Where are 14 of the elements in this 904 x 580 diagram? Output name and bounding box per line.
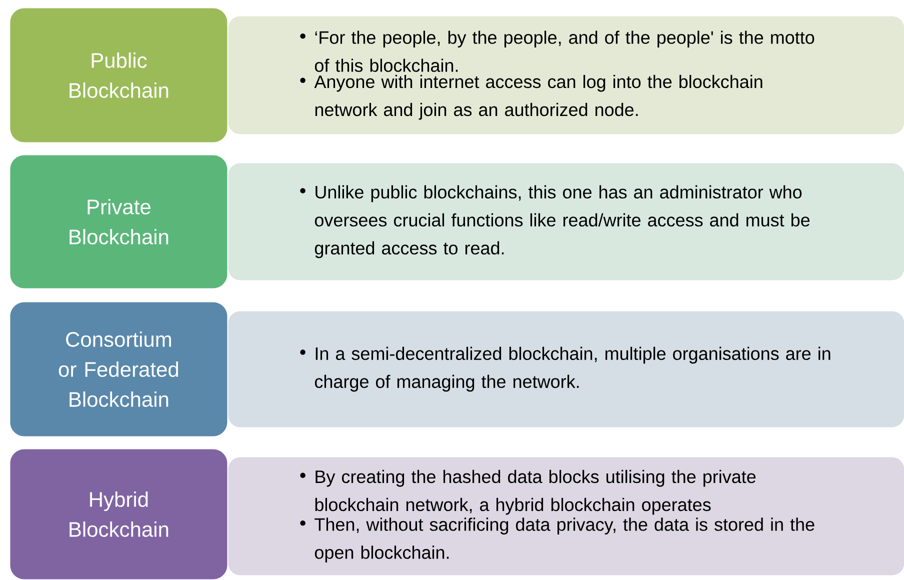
bullet-text: In a semi-decentralized blockchain, multiple organisations are in charge of managing the network. [314,346,830,392]
description-panel [228,163,904,280]
bullet-text: Unlike public blockchains, this one has an administrator who oversees crucial functions like read/write access and must be granted access to read. [314,185,810,258]
category-box: Consortium or Federated Blockchain [10,302,228,436]
description-panel [228,311,904,428]
description-panel [228,457,904,576]
category-box: Private Blockchain [10,155,228,288]
category-box: Public Blockchain [10,8,228,142]
bullet-text: By creating the hashed data blocks utilising the private blockchain network, a hybrid blockchain operates [315,470,756,515]
bullet-text: Anyone with internet access can log into the blockchain network and join as an authorized node. [314,74,762,120]
bullet-text: Then, without sacrificing data privacy, the data is stored in the open blockchain. [314,518,814,562]
category-box: Hybrid Blockchain [10,449,228,580]
bullet-text: ‘For the people, by the people, and of the people' is the motto of this blockchain. [314,30,814,72]
description-panel [228,16,904,134]
